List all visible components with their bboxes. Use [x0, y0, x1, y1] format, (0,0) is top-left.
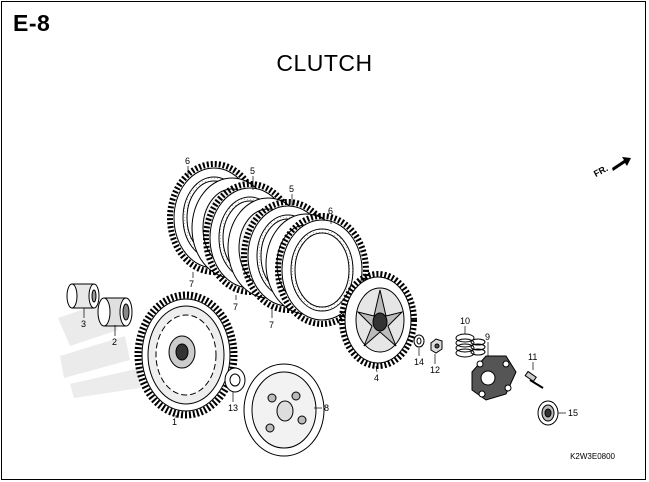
callout-part-6-right: 6	[328, 206, 333, 216]
clutch-center-part-4	[339, 271, 417, 369]
diagram-reference-code: K2W3E0800	[570, 452, 615, 461]
clutch-outer-part-1	[134, 291, 238, 419]
callout-part-14: 14	[414, 357, 424, 367]
lifter-plate-part-9	[471, 355, 517, 401]
callout-part-1: 1	[172, 417, 177, 427]
callout-part-7-middle: 7	[233, 302, 238, 312]
callout-part-10: 10	[460, 316, 470, 326]
callout-part-5-right: 5	[289, 184, 294, 194]
callout-part-7-left: 7	[189, 279, 194, 289]
bushing-part-3	[66, 283, 100, 309]
callout-part-12: 12	[430, 365, 440, 375]
callout-part-8: 8	[324, 403, 329, 413]
callout-part-15: 15	[568, 408, 578, 418]
callout-part-13: 13	[228, 403, 238, 413]
callout-part-3: 3	[81, 319, 86, 329]
callout-part-9: 9	[485, 332, 490, 342]
nut-part-12	[430, 338, 443, 354]
callout-part-4: 4	[374, 373, 379, 383]
clutch-plate-stack	[167, 161, 369, 327]
callout-part-11: 11	[528, 352, 537, 362]
callout-part-7-right: 7	[269, 320, 274, 330]
front-arrow-icon	[612, 157, 631, 171]
callout-part-2: 2	[112, 337, 117, 347]
callout-part-6-left: 6	[185, 156, 190, 166]
leader-lines	[83, 166, 566, 418]
washer-part-14	[413, 334, 425, 348]
clutch-spring-part-10	[455, 333, 486, 358]
needle-bearing-part-2	[97, 297, 133, 327]
pressure-plate-part-8	[243, 363, 325, 457]
page-title: CLUTCH	[276, 50, 373, 76]
section-code: E-8	[13, 10, 51, 36]
part-callouts: 1 2 3 4 5 5 6 6 7 7 7 8 9 10 11 12 13 14…	[81, 156, 578, 427]
callout-part-5-left: 5	[250, 166, 255, 176]
washer-part-13	[224, 367, 246, 393]
bearing-part-15	[537, 400, 559, 426]
bolt-part-11	[524, 370, 544, 389]
